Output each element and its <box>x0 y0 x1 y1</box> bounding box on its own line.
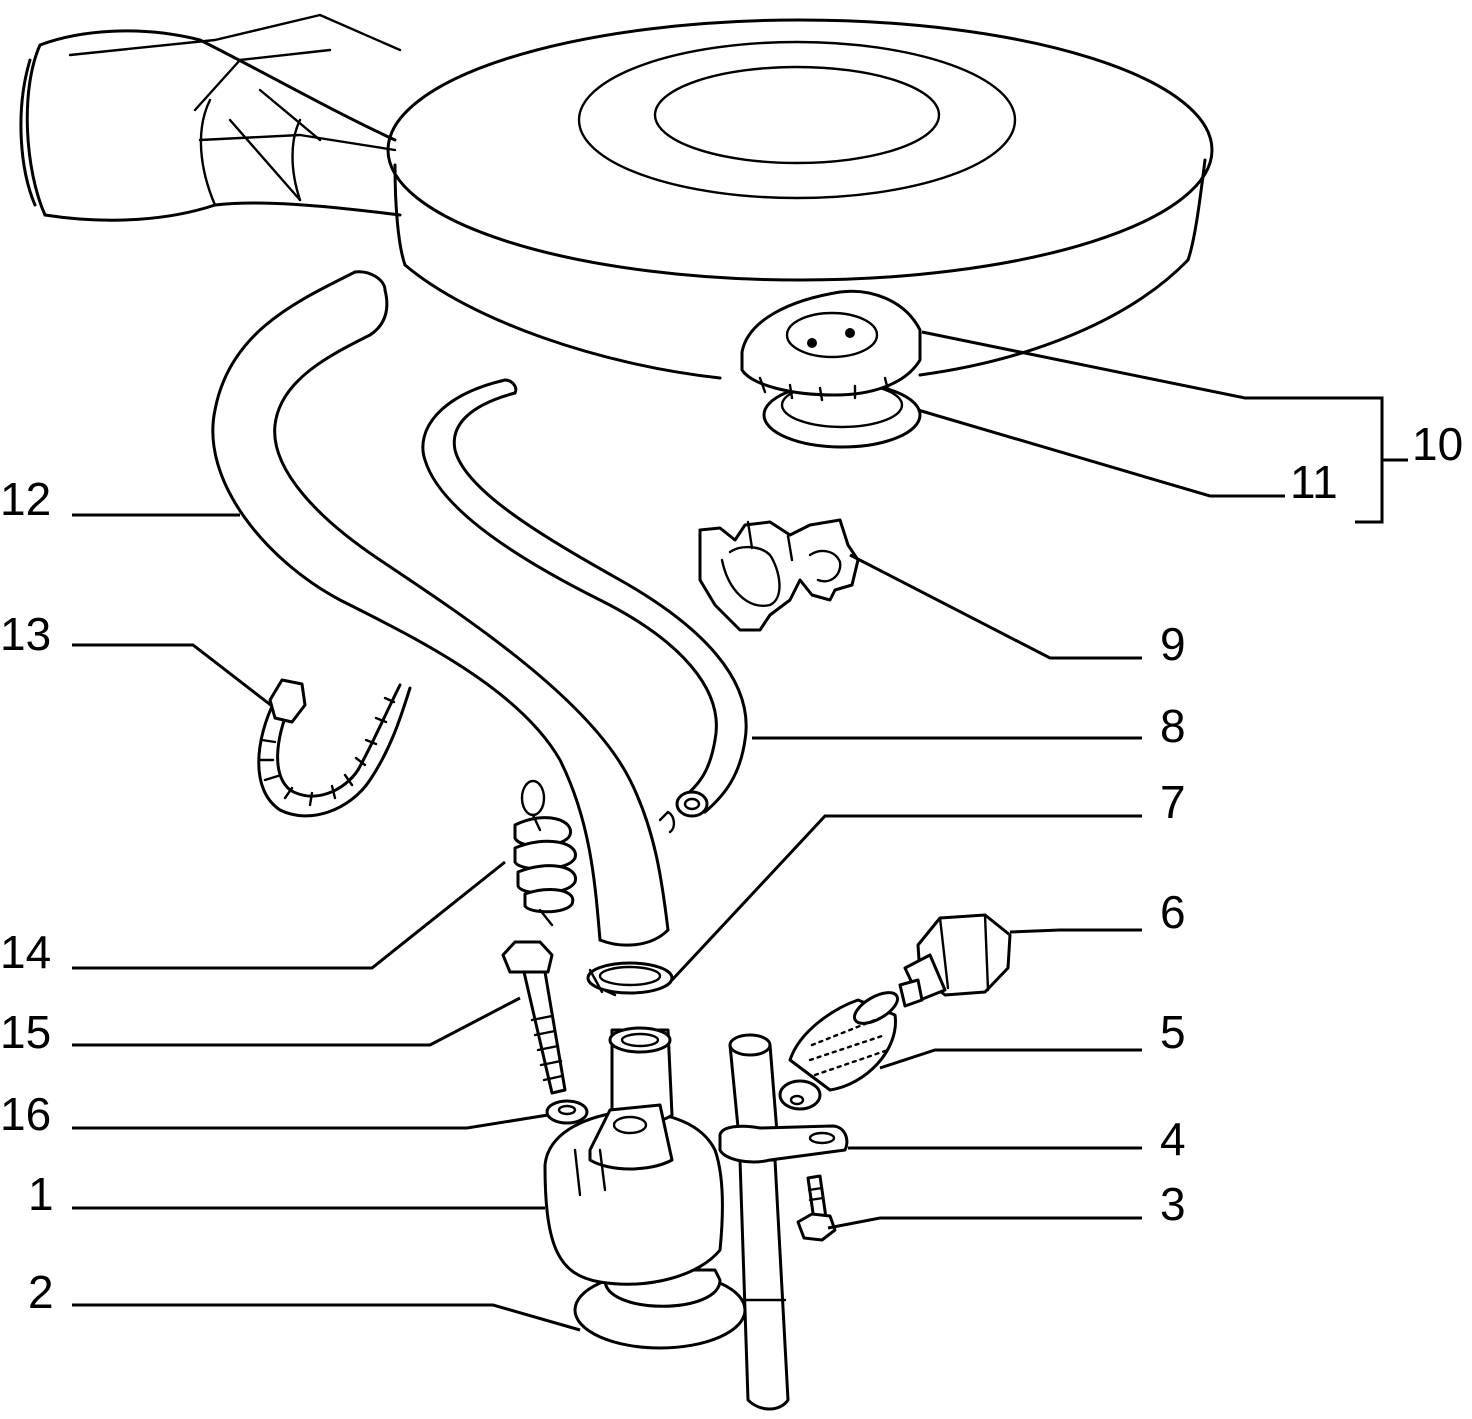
callout-1: 1 <box>28 1168 54 1220</box>
leader-5 <box>879 1048 1142 1070</box>
hose-large <box>211 270 676 947</box>
callout-5: 5 <box>1160 1006 1186 1058</box>
leader-3 <box>827 1216 1142 1230</box>
bracket-10-11 <box>1355 396 1384 524</box>
leader-6 <box>1009 928 1142 934</box>
small-screw <box>796 1174 837 1242</box>
callout-7: 7 <box>1160 776 1186 828</box>
washer <box>545 1099 589 1125</box>
ring-clip <box>586 961 674 997</box>
callout-numbers: 1 2 3 4 5 6 7 8 9 10 11 12 13 14 15 16 <box>0 418 1463 1318</box>
leader-7 <box>670 814 1142 982</box>
leader-15 <box>72 996 521 1047</box>
strainer-filter <box>778 991 899 1111</box>
filler-cap <box>740 289 922 449</box>
air-filter-housing <box>19 13 1214 380</box>
leader-lines <box>72 330 1408 1332</box>
hose-clamp-bracket <box>698 518 860 632</box>
leader-16 <box>72 1113 549 1130</box>
callout-3: 3 <box>1160 1178 1186 1230</box>
callout-2: 2 <box>28 1266 54 1318</box>
callout-9: 9 <box>1160 618 1186 670</box>
callout-15: 15 <box>0 1006 51 1058</box>
callout-6: 6 <box>1160 886 1186 938</box>
leader-14 <box>72 860 506 970</box>
breather-valve-body <box>543 1026 747 1350</box>
leader-9 <box>849 553 1142 660</box>
callout-8: 8 <box>1160 700 1186 752</box>
dipstick-tube <box>718 1033 849 1411</box>
callout-13: 13 <box>0 608 51 660</box>
leader-2 <box>72 1303 581 1332</box>
pressure-switch <box>898 913 1012 1008</box>
callout-11: 11 <box>1290 456 1338 508</box>
bolt <box>501 940 567 1095</box>
coil-spring <box>513 779 577 927</box>
callout-4: 4 <box>1160 1113 1186 1165</box>
callout-16: 16 <box>0 1088 51 1140</box>
callout-10: 10 <box>1412 418 1463 470</box>
callout-12: 12 <box>0 473 51 525</box>
hose-small <box>421 378 748 818</box>
callout-14: 14 <box>0 926 51 978</box>
leader-13 <box>72 643 273 708</box>
leader-11 <box>917 408 1285 498</box>
hose-clip-band <box>257 678 412 818</box>
leader-10 <box>921 330 1382 400</box>
